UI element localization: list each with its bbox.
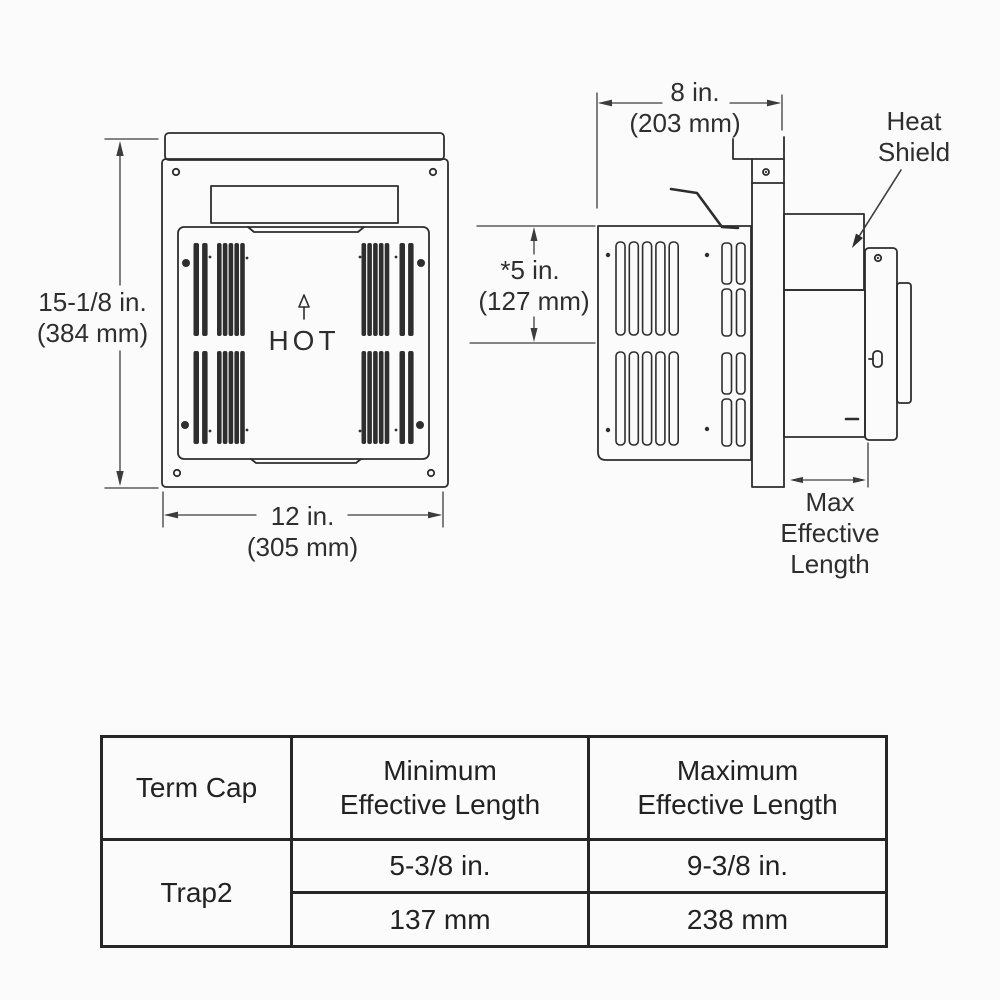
front-louver-panel xyxy=(177,226,430,460)
table-cell-term-cap-name: Trap2 xyxy=(103,838,290,945)
hot-label: HOT xyxy=(268,325,340,356)
tick xyxy=(358,255,362,259)
collar-screw xyxy=(873,253,883,263)
max-effective-length-label: Max Effective Length xyxy=(780,487,880,579)
pipe-end-section xyxy=(896,282,912,404)
hot-up-arrow-icon xyxy=(298,294,310,320)
heat-shield-label: Heat Shield xyxy=(877,106,951,167)
collar-latch xyxy=(872,350,883,368)
tick xyxy=(394,428,398,432)
table-cell-min-mm: 137 mm xyxy=(290,891,587,945)
tick xyxy=(245,256,249,260)
spec-table: Term Cap Minimum Effective Length Maximu… xyxy=(100,735,888,948)
wall-plate xyxy=(732,136,785,488)
front-hood-opening xyxy=(210,185,399,224)
front-body xyxy=(161,158,449,488)
panel-screw xyxy=(181,421,189,429)
screw xyxy=(426,468,436,478)
table-cell-max-mm: 238 mm xyxy=(587,891,885,945)
depth-dimension-label: 8 in. xyxy=(670,77,720,107)
table-header-max-effective-length: Maximum Effective Length xyxy=(587,738,885,838)
side-strap xyxy=(669,187,740,230)
tick xyxy=(208,429,212,433)
panel-screw xyxy=(182,259,190,267)
heat-shield-section xyxy=(783,213,865,291)
tick xyxy=(704,252,710,258)
screw xyxy=(428,167,438,177)
tick xyxy=(358,429,362,433)
front-panel-top-tab xyxy=(247,226,365,233)
table-header-min-effective-length: Minimum Effective Length xyxy=(290,738,587,838)
width-dimension-mm-label: (305 mm) xyxy=(246,532,359,562)
table-header-term-cap: Term Cap xyxy=(135,772,258,803)
dimension-lines xyxy=(104,92,902,528)
tick xyxy=(704,426,710,432)
side-cap-body xyxy=(597,225,752,461)
pipe-collar xyxy=(864,247,898,441)
panel-screw xyxy=(416,421,424,429)
tick xyxy=(605,252,611,258)
tick xyxy=(208,255,212,259)
side-view-drawing xyxy=(597,136,912,488)
center-dimension-label: *5 in. xyxy=(500,255,560,285)
front-top-flange xyxy=(164,132,445,161)
center-dimension-mm-label: (127 mm) xyxy=(478,286,590,316)
screw xyxy=(172,468,182,478)
tick xyxy=(394,255,398,259)
width-dimension-label: 12 in. xyxy=(270,501,335,531)
tick xyxy=(245,428,249,432)
panel-screw xyxy=(417,259,425,267)
front-view-drawing xyxy=(161,132,449,488)
table-cell-min-inches: 5-3/8 in. xyxy=(290,838,587,891)
tick xyxy=(605,427,611,433)
height-dimension-label: 15-1/8 in. (384 mm) xyxy=(36,287,149,348)
screw xyxy=(171,167,181,177)
line-drawing xyxy=(104,92,912,528)
table-cell-max-inches: 9-3/8 in. xyxy=(587,838,885,891)
depth-dimension-mm-label: (203 mm) xyxy=(629,108,741,138)
pipe-section xyxy=(783,289,866,438)
front-panel-bottom-tab xyxy=(250,458,362,464)
